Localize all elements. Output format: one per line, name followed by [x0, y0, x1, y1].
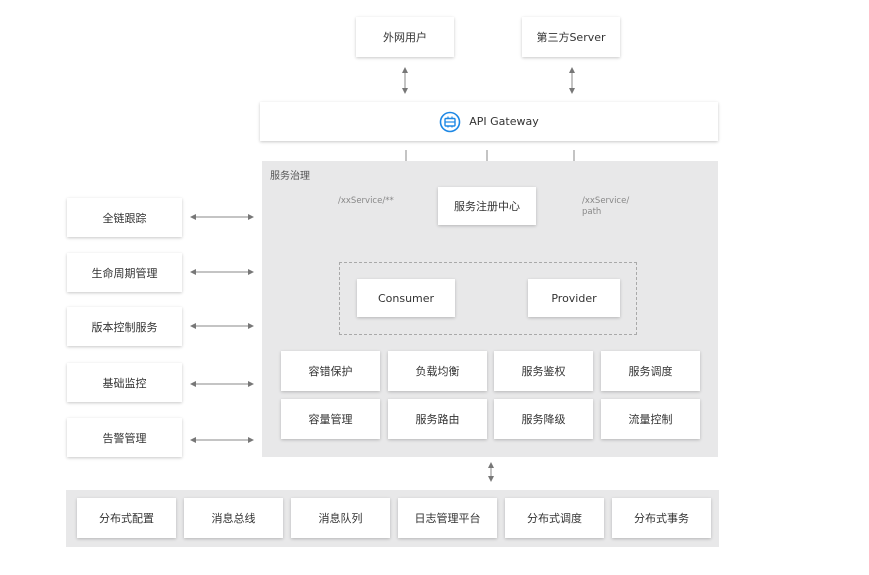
- tool-lifecycle-management: 生命周期管理: [67, 253, 182, 292]
- feature-flow-control: 流量控制: [601, 399, 700, 439]
- infra-distributed-transaction: 分布式事务: [612, 498, 711, 538]
- feature-label: 容错保护: [308, 365, 353, 378]
- feature-label: 流量控制: [628, 413, 673, 426]
- tool-label: 全链跟踪: [102, 211, 147, 225]
- infra-distributed-config: 分布式配置: [77, 498, 176, 538]
- service-registry-box: 服务注册中心: [438, 187, 536, 225]
- feature-capacity-management: 容量管理: [281, 399, 380, 439]
- feature-label: 负载均衡: [415, 365, 460, 378]
- tool-version-control: 版本控制服务: [67, 307, 182, 346]
- api-gateway-bar: API Gateway: [260, 102, 718, 141]
- infra-label: 消息总线: [211, 512, 256, 525]
- feature-routing: 服务路由: [388, 399, 487, 439]
- feature-label: 服务路由: [415, 413, 460, 426]
- service-registry-label: 服务注册中心: [454, 200, 520, 213]
- infra-log-platform: 日志管理平台: [398, 498, 497, 538]
- feature-load-balancing: 负载均衡: [388, 351, 487, 391]
- tool-label: 基础监控: [102, 376, 147, 390]
- service-governance-title: 服务治理: [270, 171, 310, 182]
- feature-label: 服务鉴权: [521, 365, 566, 378]
- route-left-label: /xxService/**: [338, 196, 394, 206]
- feature-label: 服务调度: [628, 365, 673, 378]
- tool-full-trace: 全链跟踪: [67, 198, 182, 237]
- consumer-box: Consumer: [357, 279, 455, 317]
- infra-message-bus: 消息总线: [184, 498, 283, 538]
- infra-label: 分布式配置: [99, 512, 154, 525]
- provider-box: Provider: [528, 279, 620, 317]
- tool-basic-monitoring: 基础监控: [67, 363, 182, 402]
- infra-label: 消息队列: [318, 512, 363, 525]
- consumer-label: Consumer: [377, 291, 435, 305]
- infra-label: 日志管理平台: [414, 512, 481, 525]
- consumer-provider-group: [339, 262, 637, 335]
- tool-label: 生命周期管理: [91, 266, 158, 280]
- route-right-label-2: path: [582, 207, 602, 217]
- gateway-icon: [439, 111, 461, 133]
- route-right-label-1: /xxService/: [582, 196, 630, 206]
- third-party-server-box: 第三方Server: [522, 17, 620, 57]
- api-gateway-label: API Gateway: [469, 115, 539, 128]
- tool-label: 告警管理: [102, 431, 147, 445]
- infra-label: 分布式事务: [634, 512, 689, 525]
- infra-label: 分布式调度: [527, 512, 582, 525]
- feature-label: 服务降级: [521, 413, 566, 426]
- infra-distributed-scheduling: 分布式调度: [505, 498, 604, 538]
- feature-label: 容量管理: [308, 413, 353, 426]
- feature-scheduling: 服务调度: [601, 351, 700, 391]
- feature-authentication: 服务鉴权: [494, 351, 593, 391]
- provider-label: Provider: [551, 291, 597, 305]
- feature-degradation: 服务降级: [494, 399, 593, 439]
- tool-label: 版本控制服务: [91, 320, 158, 334]
- tool-alert-management: 告警管理: [67, 418, 182, 457]
- external-user-box: 外网用户: [356, 17, 454, 57]
- feature-fault-tolerance: 容错保护: [281, 351, 380, 391]
- third-party-server-label: 第三方Server: [536, 31, 606, 44]
- infra-message-queue: 消息队列: [291, 498, 390, 538]
- external-user-label: 外网用户: [383, 31, 427, 44]
